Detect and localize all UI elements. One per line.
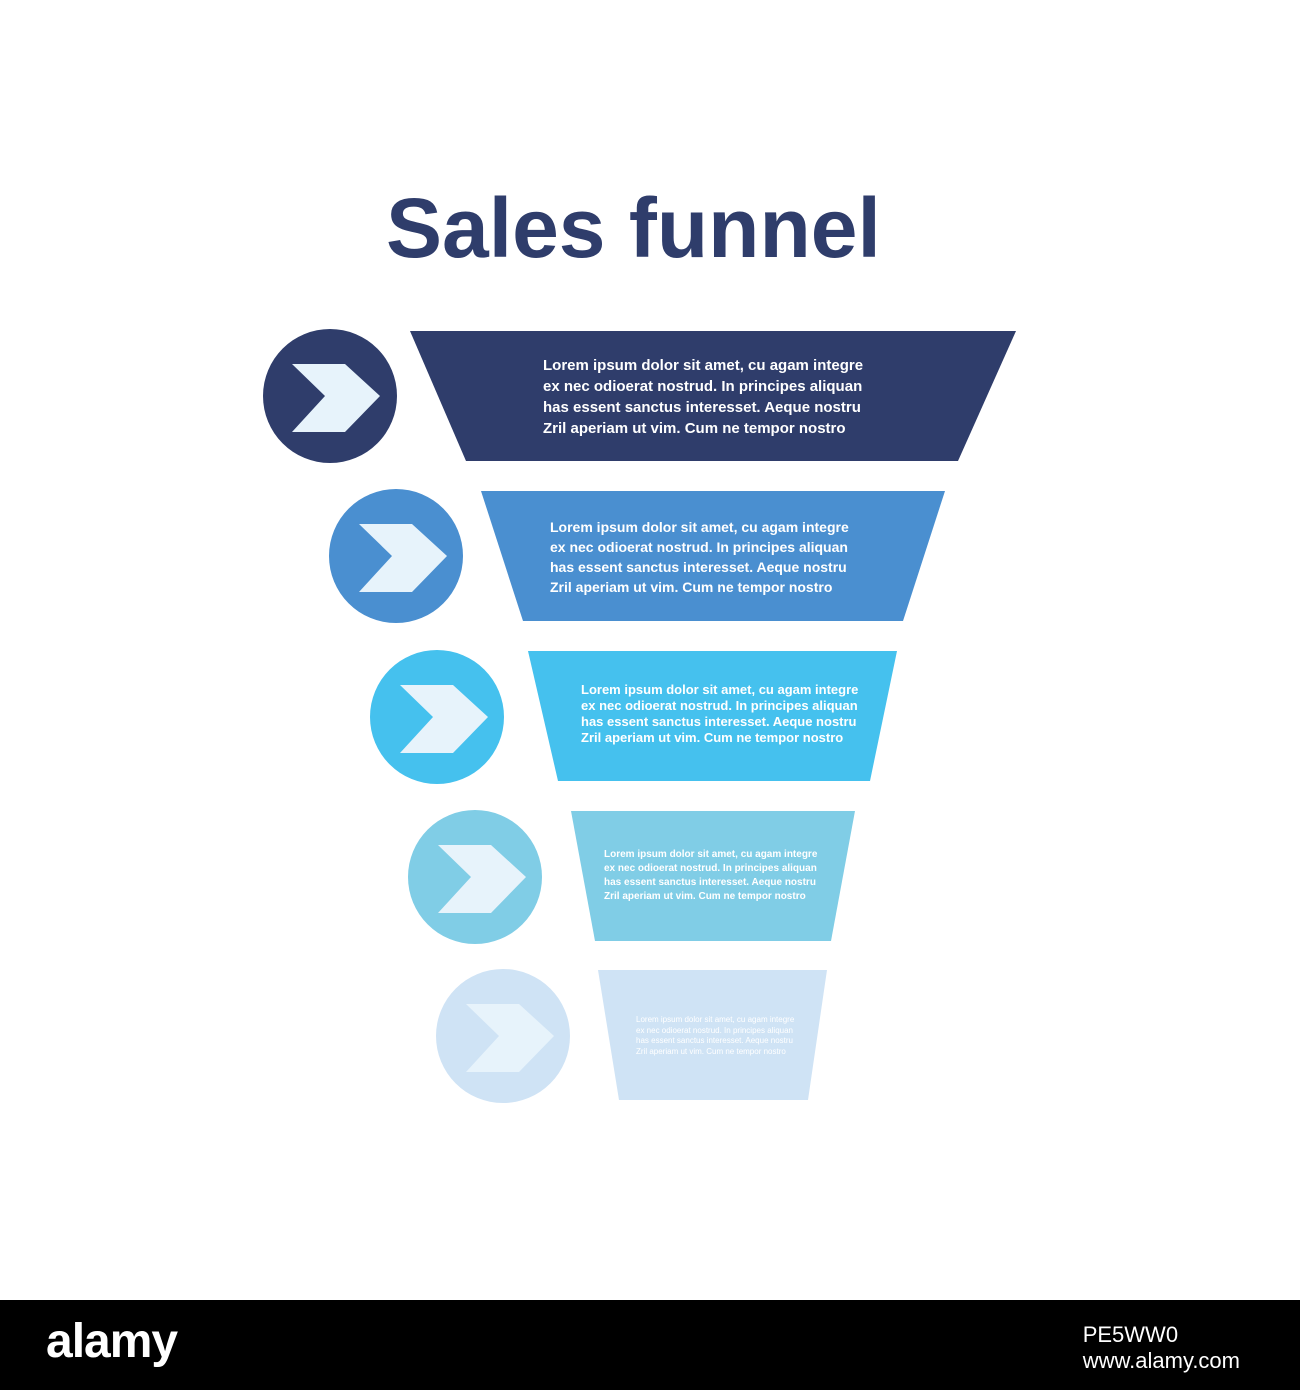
stage-5-line: has essent sanctus interesset. Aeque nos…	[636, 1036, 793, 1045]
stage-2-text: Lorem ipsum dolor sit amet, cu agam inte…	[550, 517, 849, 597]
stage-4-line: Zril aperiam ut vim. Cum ne tempor nostr…	[604, 891, 806, 902]
stage-4-band	[571, 811, 855, 941]
stage-4-line: Lorem ipsum dolor sit amet, cu agam inte…	[604, 849, 818, 860]
stage-5-text: Lorem ipsum dolor sit amet, cu agam inte…	[636, 1015, 794, 1057]
stage-4-text: Lorem ipsum dolor sit amet, cu agam inte…	[604, 848, 817, 904]
stage-4-line: has essent sanctus interesset. Aeque nos…	[604, 877, 816, 888]
footer-image-info: PE5WW0 www.alamy.com	[1083, 1322, 1240, 1375]
stage-5-chevron-icon	[466, 1004, 554, 1072]
stage-3-text: Lorem ipsum dolor sit amet, cu agam inte…	[581, 682, 858, 746]
stage-3-chevron-icon	[400, 685, 488, 753]
stage-5-line: Zril aperiam ut vim. Cum ne tempor nostr…	[636, 1046, 786, 1056]
stage-1-line: ex nec odioerat nostrud. In principes al…	[543, 378, 863, 395]
stage-3-line: Lorem ipsum dolor sit amet, cu agam inte…	[581, 682, 859, 697]
stage-1-line: has essent sanctus interesset. Aeque nos…	[543, 399, 861, 416]
stage-1-line: Lorem ipsum dolor sit amet, cu agam inte…	[543, 357, 864, 374]
stage-3-line: Zril aperiam ut vim. Cum ne tempor nostr…	[581, 730, 844, 745]
footer-url: www.alamy.com	[1082, 1348, 1240, 1374]
funnel-diagram	[263, 329, 1016, 1103]
footer-image-id: PE5WW0	[1082, 1322, 1179, 1347]
stage-1-band	[410, 331, 1016, 461]
footer-logo: alamy	[46, 1315, 178, 1368]
page-title: Sales funnel	[386, 181, 881, 275]
stage-2-band	[481, 491, 945, 621]
stage-1-chevron-icon	[292, 364, 380, 432]
stage-1-text: Lorem ipsum dolor sit amet, cu agam inte…	[543, 355, 863, 439]
stage-3-line: has essent sanctus interesset. Aeque nos…	[581, 714, 857, 729]
stage-1-line: Zril aperiam ut vim. Cum ne tempor nostr…	[543, 420, 846, 437]
stage-3-line: ex nec odioerat nostrud. In principes al…	[581, 698, 858, 713]
stage-2-chevron-icon	[359, 524, 447, 592]
footer-bar: alamy PE5WW0 www.alamy.com	[0, 1300, 1300, 1390]
stage-5-line: ex nec odioerat nostrud. In principes al…	[636, 1025, 793, 1035]
stage-2-line: Zril aperiam ut vim. Cum ne tempor nostr…	[550, 579, 833, 595]
stage-5-line: Lorem ipsum dolor sit amet, cu agam inte…	[636, 1015, 795, 1024]
stage-4-line: ex nec odioerat nostrud. In principes al…	[604, 863, 817, 874]
stage-5-band	[598, 970, 827, 1100]
stage-4-chevron-icon	[438, 845, 526, 913]
stage-2-line: ex nec odioerat nostrud. In principes al…	[550, 539, 848, 555]
stage-3-band	[528, 651, 897, 781]
stage-2-line: has essent sanctus interesset. Aeque nos…	[550, 559, 847, 575]
stage-2-line: Lorem ipsum dolor sit amet, cu agam inte…	[550, 519, 849, 535]
